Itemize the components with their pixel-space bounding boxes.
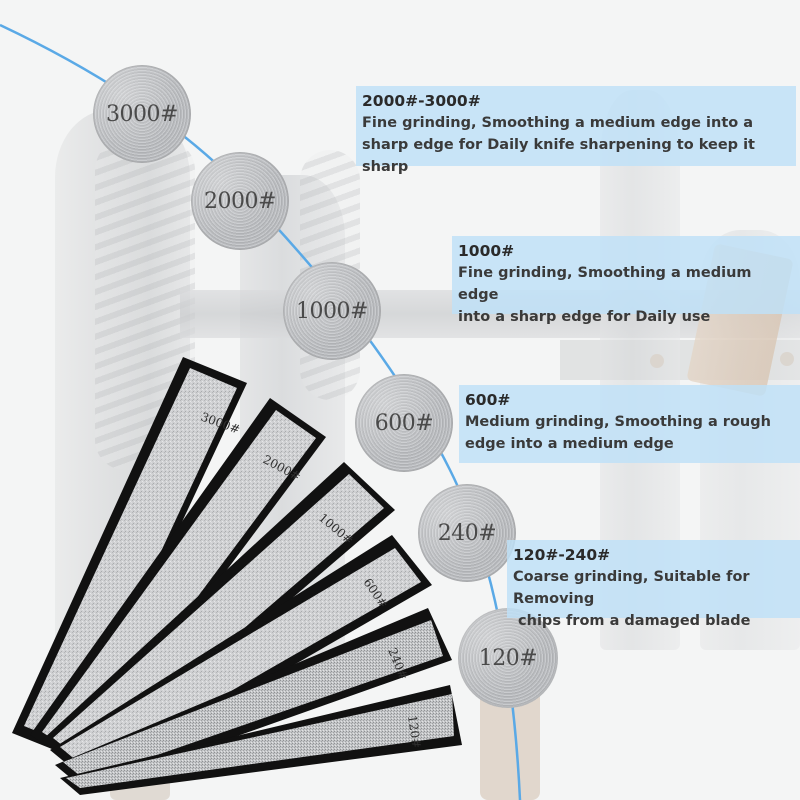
stone-grit-face — [24, 368, 237, 745]
stone-grit-face — [66, 694, 454, 788]
sharpening-stone: 3000# — [12, 357, 247, 757]
info-text-line: sharp edge for Daily knife sharpening to… — [362, 137, 755, 175]
stone-grit-face — [63, 620, 443, 780]
grit-disc-120: 120# — [458, 608, 558, 708]
info-heading: 2000#-3000# — [362, 92, 481, 110]
background-rivet — [780, 352, 794, 366]
sharpening-stone: 2000# — [30, 398, 326, 767]
background-rivet — [650, 354, 664, 368]
stone-grit-label: 120# — [405, 714, 423, 749]
info-box-120-240: 120#-240# Coarse grinding, Suitable for … — [507, 540, 800, 629]
background-knife-handle — [480, 690, 540, 800]
stone-grit-face — [60, 548, 421, 772]
grit-disc-600: 600# — [355, 374, 453, 472]
info-text-line: edge into a medium edge — [465, 436, 674, 452]
grit-disc-1000: 1000# — [283, 262, 381, 360]
info-text-line: Coarse grinding, Suitable for Removing — [513, 569, 750, 607]
info-box-2000-3000: 2000#-3000# Fine grinding, Smoothing a m… — [356, 86, 796, 175]
info-heading: 600# — [465, 391, 511, 409]
sharpening-stone: 240# — [55, 608, 452, 790]
grit-disc-label: 1000# — [296, 298, 368, 324]
sharpening-stone: 600# — [50, 535, 432, 783]
info-box-600: 600# Medium grinding, Smoothing a rough … — [459, 385, 800, 463]
grit-disc-label: 600# — [374, 410, 434, 436]
info-text-line: Medium grinding, Smoothing a rough — [465, 414, 771, 430]
info-text-line: Fine grinding, Smoothing a medium edge — [458, 265, 752, 303]
stone-grit-face — [42, 410, 316, 756]
sharpening-stone: 1000# — [42, 462, 395, 775]
grit-disc-label: 240# — [437, 520, 497, 546]
grit-disc-240: 240# — [418, 484, 516, 582]
sharpening-stone: 120# — [60, 685, 462, 795]
info-heading: 120#-240# — [513, 546, 611, 564]
grit-disc-3000: 3000# — [93, 65, 191, 163]
grit-disc-2000: 2000# — [191, 152, 289, 250]
grit-disc-label: 2000# — [204, 188, 276, 214]
grit-disc-label: 3000# — [106, 101, 178, 127]
info-text-line: Fine grinding, Smoothing a medium edge i… — [362, 115, 754, 131]
info-text-line: chips from a damaged blade — [513, 613, 751, 629]
info-heading: 1000# — [458, 242, 515, 260]
info-text-line: into a sharp edge for Daily use — [458, 309, 711, 325]
info-box-1000: 1000# Fine grinding, Smoothing a medium … — [452, 236, 800, 325]
stone-grit-face — [53, 474, 384, 764]
grit-disc-label: 120# — [478, 645, 538, 671]
